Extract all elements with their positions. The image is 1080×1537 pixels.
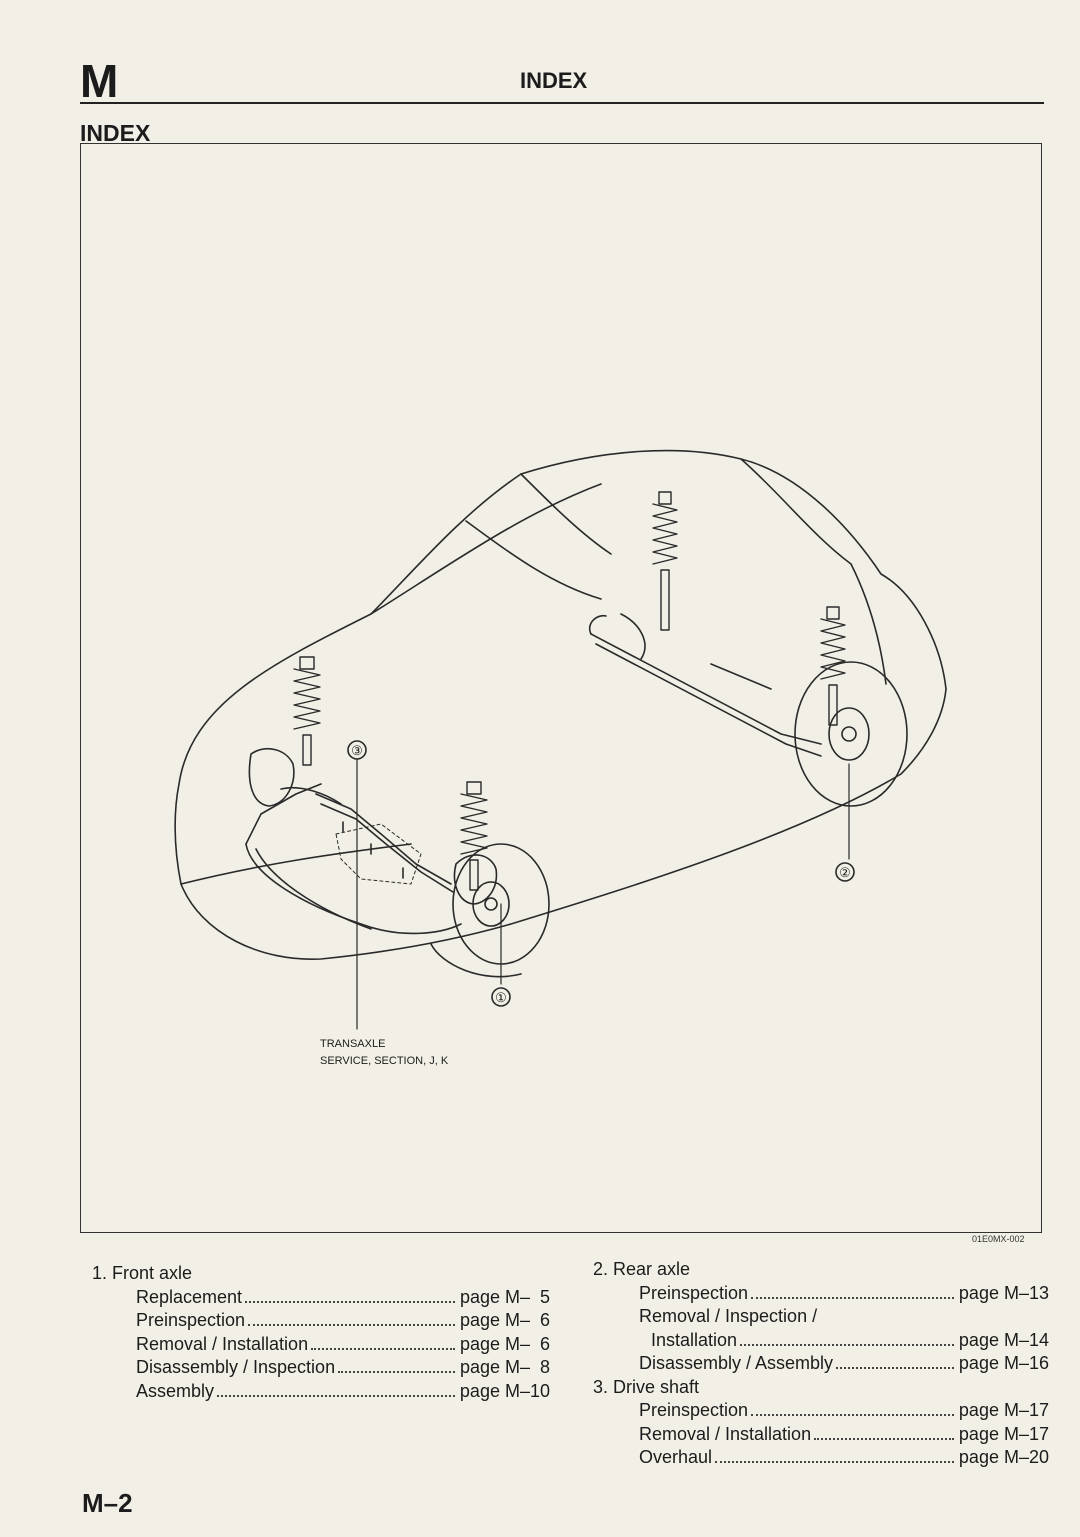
figure-code: 01E0MX-002 — [972, 1234, 1025, 1244]
entry-label: Removal / Installation — [639, 1423, 812, 1444]
entry-label: Disassembly / Assembly — [639, 1353, 834, 1373]
entry-label: Overhaul — [639, 1447, 713, 1467]
index-column-left: 1. Front axle Replacement page M– 5 Prein… — [92, 1262, 550, 1403]
index-entry: Preinspection page M–13 — [639, 1282, 1049, 1306]
entry-label: Preinspection — [136, 1310, 246, 1330]
front-wheel — [430, 843, 550, 978]
car-body-outline — [174, 449, 947, 960]
rear-axle-beam — [588, 613, 822, 757]
entry-page: page M–17 — [958, 1423, 1049, 1444]
entry-page: page M–14 — [958, 1329, 1049, 1350]
index-heading: 1. Front axle — [92, 1263, 193, 1283]
entry-page: page M– 8 — [459, 1357, 550, 1377]
section-letter: M — [80, 55, 118, 107]
header-rule — [80, 102, 1044, 104]
leader-dots — [740, 1343, 954, 1346]
index-entry: Assembly page M–10 — [136, 1380, 550, 1404]
leader-dots — [248, 1324, 455, 1326]
index-heading: 2. Rear axle — [593, 1259, 691, 1279]
entry-label: Preinspection — [639, 1282, 749, 1303]
marker-3 — [347, 740, 367, 760]
leader-dots — [245, 1300, 455, 1303]
coil-springs — [293, 491, 846, 891]
marker-1 — [491, 987, 511, 1007]
entry-page: page M– 5 — [459, 1286, 550, 1307]
car-axle-illustration: ③ ① ② — [174, 449, 947, 1030]
section-title: INDEX — [80, 120, 151, 146]
header-title: INDEX — [520, 68, 588, 93]
transaxle-callout: TRANSAXLE SERVICE, SECTION, J, K — [320, 1036, 448, 1070]
entry-label: Installation — [651, 1329, 738, 1350]
index-column-right: 2. Rear axle Preinspection page M–13 Remo… — [593, 1258, 1049, 1470]
entry-page: page M– 6 — [459, 1310, 550, 1330]
entry-label: Preinspection — [639, 1400, 749, 1420]
marker-1-label: ① — [495, 990, 507, 1005]
leader-dots — [715, 1461, 954, 1463]
entry-page: page M–20 — [958, 1447, 1049, 1467]
index-entry: Overhaul page M–20 — [639, 1446, 1049, 1470]
front-subframe — [245, 783, 462, 935]
page-number: M–2 — [82, 1488, 133, 1518]
marker-3-label: ③ — [351, 743, 363, 758]
entry-page: page M–10 — [459, 1380, 550, 1401]
entry-page: page M–17 — [958, 1400, 1049, 1420]
index-heading: 3. Drive shaft — [593, 1376, 700, 1397]
leader-dots — [217, 1394, 455, 1397]
entry-page: page M– 6 — [459, 1333, 550, 1354]
callout-line-2: SERVICE, SECTION, J, K — [320, 1055, 449, 1067]
callout-leaders — [356, 758, 850, 1030]
entry-label: Disassembly / Inspection — [136, 1357, 336, 1377]
marker-2-label: ② — [839, 865, 851, 880]
leader-dots — [751, 1414, 954, 1416]
rear-wheel — [794, 661, 908, 807]
front-knuckles — [248, 748, 498, 905]
leader-dots — [836, 1367, 954, 1369]
index-entry: Removal / Installation page M– 6 — [136, 1333, 550, 1357]
entry-label: Removal / Installation — [136, 1333, 309, 1354]
callout-line-1: TRANSAXLE — [320, 1038, 386, 1050]
index-entry: Disassembly / Assembly page M–16 — [639, 1352, 1049, 1376]
leader-dots — [338, 1371, 455, 1373]
leader-dots — [814, 1437, 954, 1440]
index-entry: Removal / Inspection / — [639, 1305, 1049, 1329]
index-entry: Preinspection page M– 6 — [136, 1309, 550, 1333]
transaxle-area — [335, 823, 422, 885]
entry-page: page M–16 — [958, 1353, 1049, 1373]
index-entry: Disassembly / Inspection page M– 8 — [136, 1356, 550, 1380]
figure-frame: ③ ① ② TRANSAXLE SERVICE, SECTION, J, K — [80, 143, 1042, 1233]
index-entry: Installation page M–14 — [639, 1329, 1049, 1353]
entry-label: Removal / Inspection / — [639, 1306, 818, 1326]
entry-label: Replacement — [136, 1286, 243, 1307]
index-entry: Removal / Installation page M–17 — [639, 1423, 1049, 1447]
index-entry: Replacement page M– 5 — [136, 1286, 550, 1310]
leader-dots — [751, 1296, 954, 1299]
entry-page: page M–13 — [958, 1282, 1049, 1303]
leader-dots — [311, 1347, 455, 1350]
index-entry: Preinspection page M–17 — [639, 1399, 1049, 1423]
entry-label: Assembly — [136, 1380, 215, 1401]
marker-2 — [835, 862, 855, 882]
